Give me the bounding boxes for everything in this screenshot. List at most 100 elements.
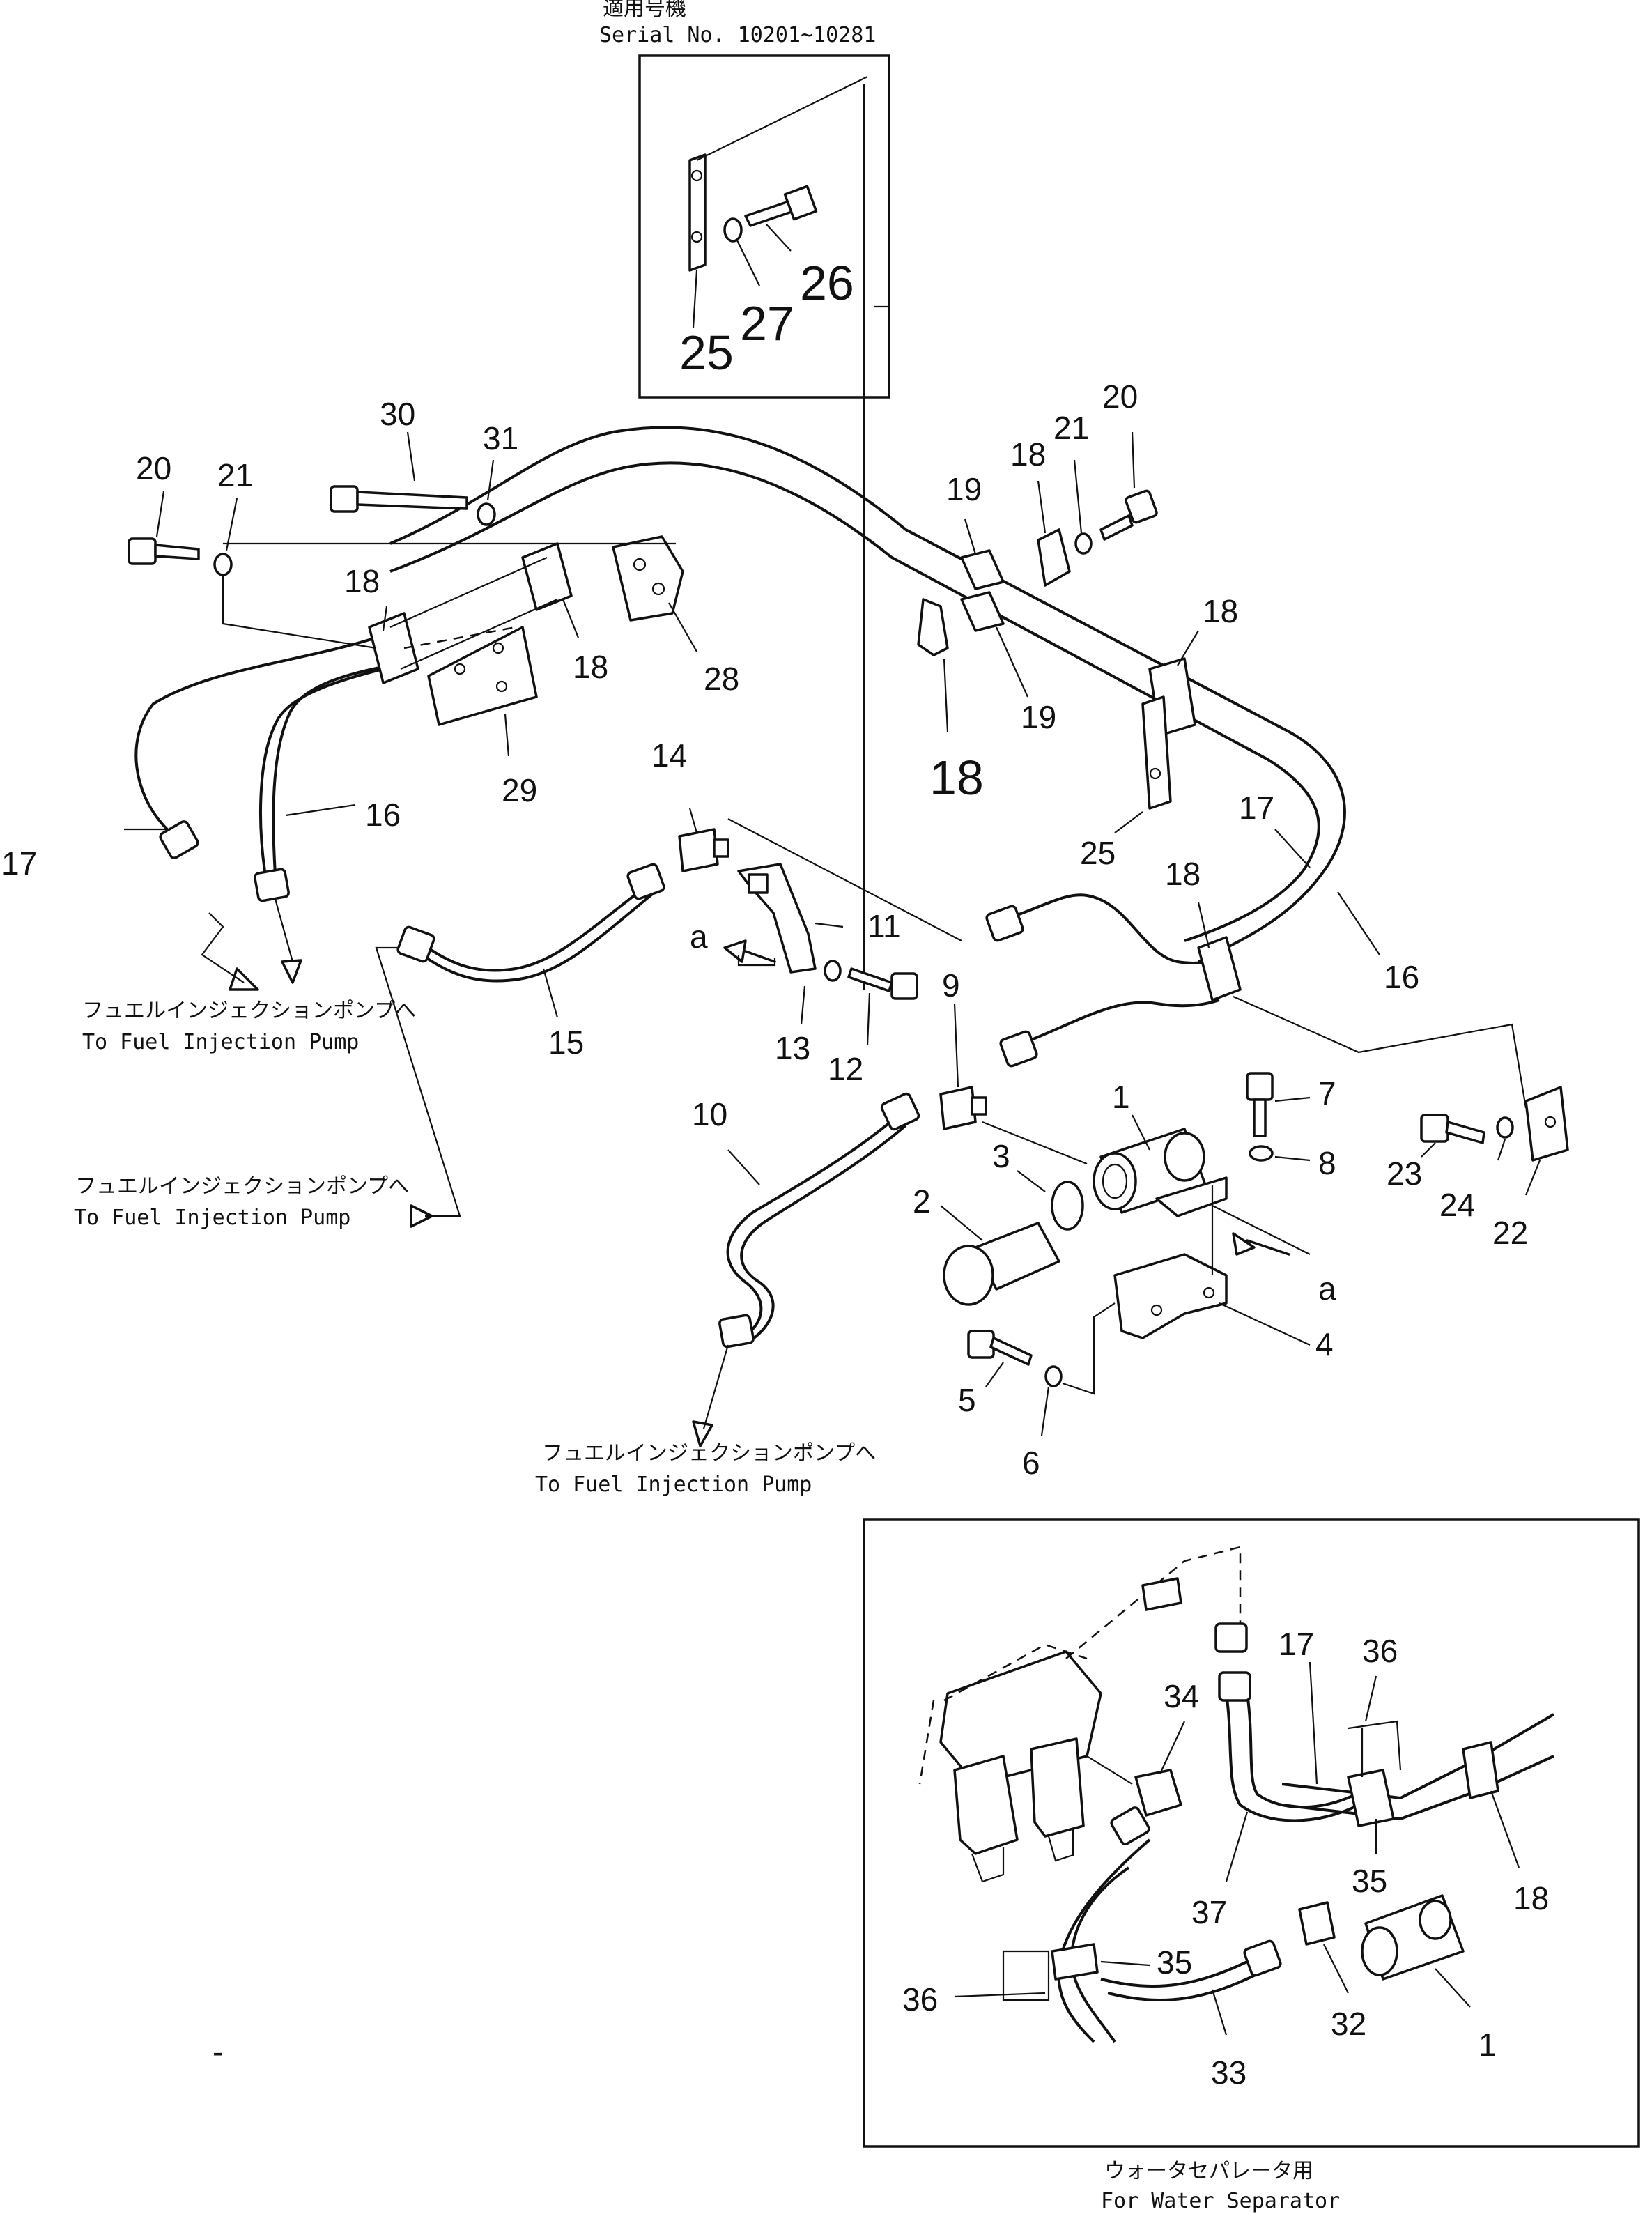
nut-17-right: [999, 1030, 1038, 1068]
bracket-part: [688, 153, 707, 272]
nut-15-right: [626, 863, 665, 900]
clamp-18-mid: [521, 542, 573, 611]
washer-31: [477, 502, 496, 526]
bolt-12: [847, 967, 893, 992]
bracket-4: [1113, 1253, 1228, 1339]
callout-17-left: 17: [1, 845, 37, 882]
hose-10: [726, 1114, 900, 1339]
callout-24: 24: [1439, 1187, 1475, 1223]
callout-2: 2: [913, 1183, 931, 1220]
tee-9: [939, 1086, 977, 1130]
serial-inset-frame: [638, 54, 890, 399]
callout-5: 5: [958, 1382, 976, 1418]
plug-2-head: [943, 1245, 994, 1306]
inset-callout-26: 26: [800, 256, 854, 310]
bracket-22: [1524, 1086, 1569, 1162]
clamp-18-inset: [1462, 1741, 1499, 1799]
washer-8: [1249, 1145, 1274, 1162]
hose-37: [1225, 1693, 1359, 1822]
serial-title-en: Serial No. 10201~10281: [599, 23, 876, 47]
bolt-20-left-head: [128, 537, 157, 565]
filter-mount-tab: [1155, 1176, 1228, 1217]
washer-13: [824, 960, 842, 982]
callout-16-right: 16: [1384, 959, 1419, 995]
callout-28: 28: [704, 661, 739, 697]
ws-caption-en: For Water Separator: [1101, 2189, 1340, 2213]
hose-17-right: [1017, 999, 1220, 1047]
ws-callout-32: 32: [1331, 2006, 1366, 2042]
callout-8: 8: [1318, 1145, 1336, 1181]
hose-16-right: [1003, 893, 1227, 964]
water-separator-frame: [863, 1518, 1640, 2148]
ws-callout-35-right: 35: [1352, 1863, 1387, 1899]
callout-18-d: 18: [1203, 593, 1238, 629]
bolt-23-head: [1420, 1114, 1449, 1143]
band-35-right: [1347, 1769, 1395, 1827]
clamp-19-lower: [960, 591, 1005, 632]
nut-left-inset: [1110, 1806, 1150, 1845]
callout-7: 7: [1318, 1075, 1336, 1112]
water-separator-callouts: 1 17 18 32 33 34 35 35 36 36 37 ウォータセパレー…: [902, 1626, 1549, 2213]
note-3-en: To Fuel Injection Pump: [535, 1473, 812, 1497]
callout-18-c: 18: [1010, 436, 1046, 472]
ws-callout-34: 34: [1164, 1678, 1199, 1714]
bolt-20-right-head: [1125, 489, 1158, 524]
ws-callout-1: 1: [1479, 2027, 1497, 2063]
tee-14: [678, 828, 719, 872]
callout-15: 15: [548, 1024, 584, 1061]
callout-21-left: 21: [217, 457, 253, 493]
nut-33: [1243, 1939, 1282, 1977]
callout-14: 14: [651, 737, 687, 774]
bolt-5: [989, 1337, 1033, 1366]
main-callouts: 1 2 3 4 5 6 7 8 9 10 11 12 13 14 15 16 1…: [1, 378, 1528, 1481]
bolt-20-right: [1099, 514, 1134, 541]
tube-16: [389, 426, 1346, 963]
callout-30: 30: [380, 396, 415, 432]
callout-a-right: a: [1318, 1270, 1336, 1307]
bolt-30: [356, 491, 468, 510]
callout-19-upper: 19: [946, 471, 982, 507]
hose-17-left: [134, 636, 377, 831]
bolt-30-head: [330, 485, 359, 513]
callout-20-left: 20: [136, 450, 171, 486]
callout-22: 22: [1492, 1215, 1528, 1251]
filter-head-port: [1093, 1152, 1137, 1210]
ws-callout-35-left: 35: [1157, 1944, 1192, 1981]
callout-10: 10: [692, 1096, 727, 1132]
bracket-18-serial: [917, 598, 949, 656]
tee-34: [1134, 1769, 1182, 1817]
note-2-en: To Fuel Injection Pump: [74, 1206, 350, 1230]
plate-28: [612, 535, 684, 622]
tube-17: [389, 461, 1320, 942]
nut-37: [1218, 1671, 1251, 1702]
bolt-20-left: [154, 544, 200, 560]
filter-bowl-right: [1030, 1737, 1085, 1838]
nut-15-left: [396, 925, 435, 963]
nut-10-bottom: [718, 1314, 755, 1348]
callout-1: 1: [1112, 1079, 1130, 1115]
bolt-7: [1253, 1098, 1267, 1137]
ws-callout-33: 33: [1211, 2054, 1246, 2091]
note-2-jp: フュエルインジェクションポンプへ: [75, 1174, 409, 1199]
band-35-left: [1051, 1943, 1099, 1981]
hose-15: [417, 884, 649, 972]
plate-29: [427, 626, 538, 726]
separator-top-fitting: [1141, 1577, 1182, 1611]
bolt-7-head: [1246, 1072, 1274, 1101]
callout-17-right: 17: [1239, 790, 1274, 826]
bracket-18-upper-right: [1037, 528, 1071, 587]
washer-24: [1496, 1116, 1514, 1139]
nut-16: [254, 868, 290, 902]
filter-bowl-left: [953, 1755, 1019, 1855]
callout-21-right: 21: [1053, 410, 1089, 446]
note-1-en: To Fuel Injection Pump: [82, 1030, 359, 1054]
note-3-jp: フュエルインジェクションポンプへ: [542, 1441, 876, 1466]
bolt-12-head: [890, 972, 918, 1000]
clamp-18-lower: [1197, 936, 1242, 1001]
callout-16-left: 16: [365, 797, 401, 833]
callout-20-right: 20: [1102, 378, 1138, 415]
callout-18-e: 18: [1165, 856, 1201, 892]
inset-callout-27: 27: [740, 296, 794, 351]
ws-callout-18: 18: [1513, 1880, 1549, 1916]
